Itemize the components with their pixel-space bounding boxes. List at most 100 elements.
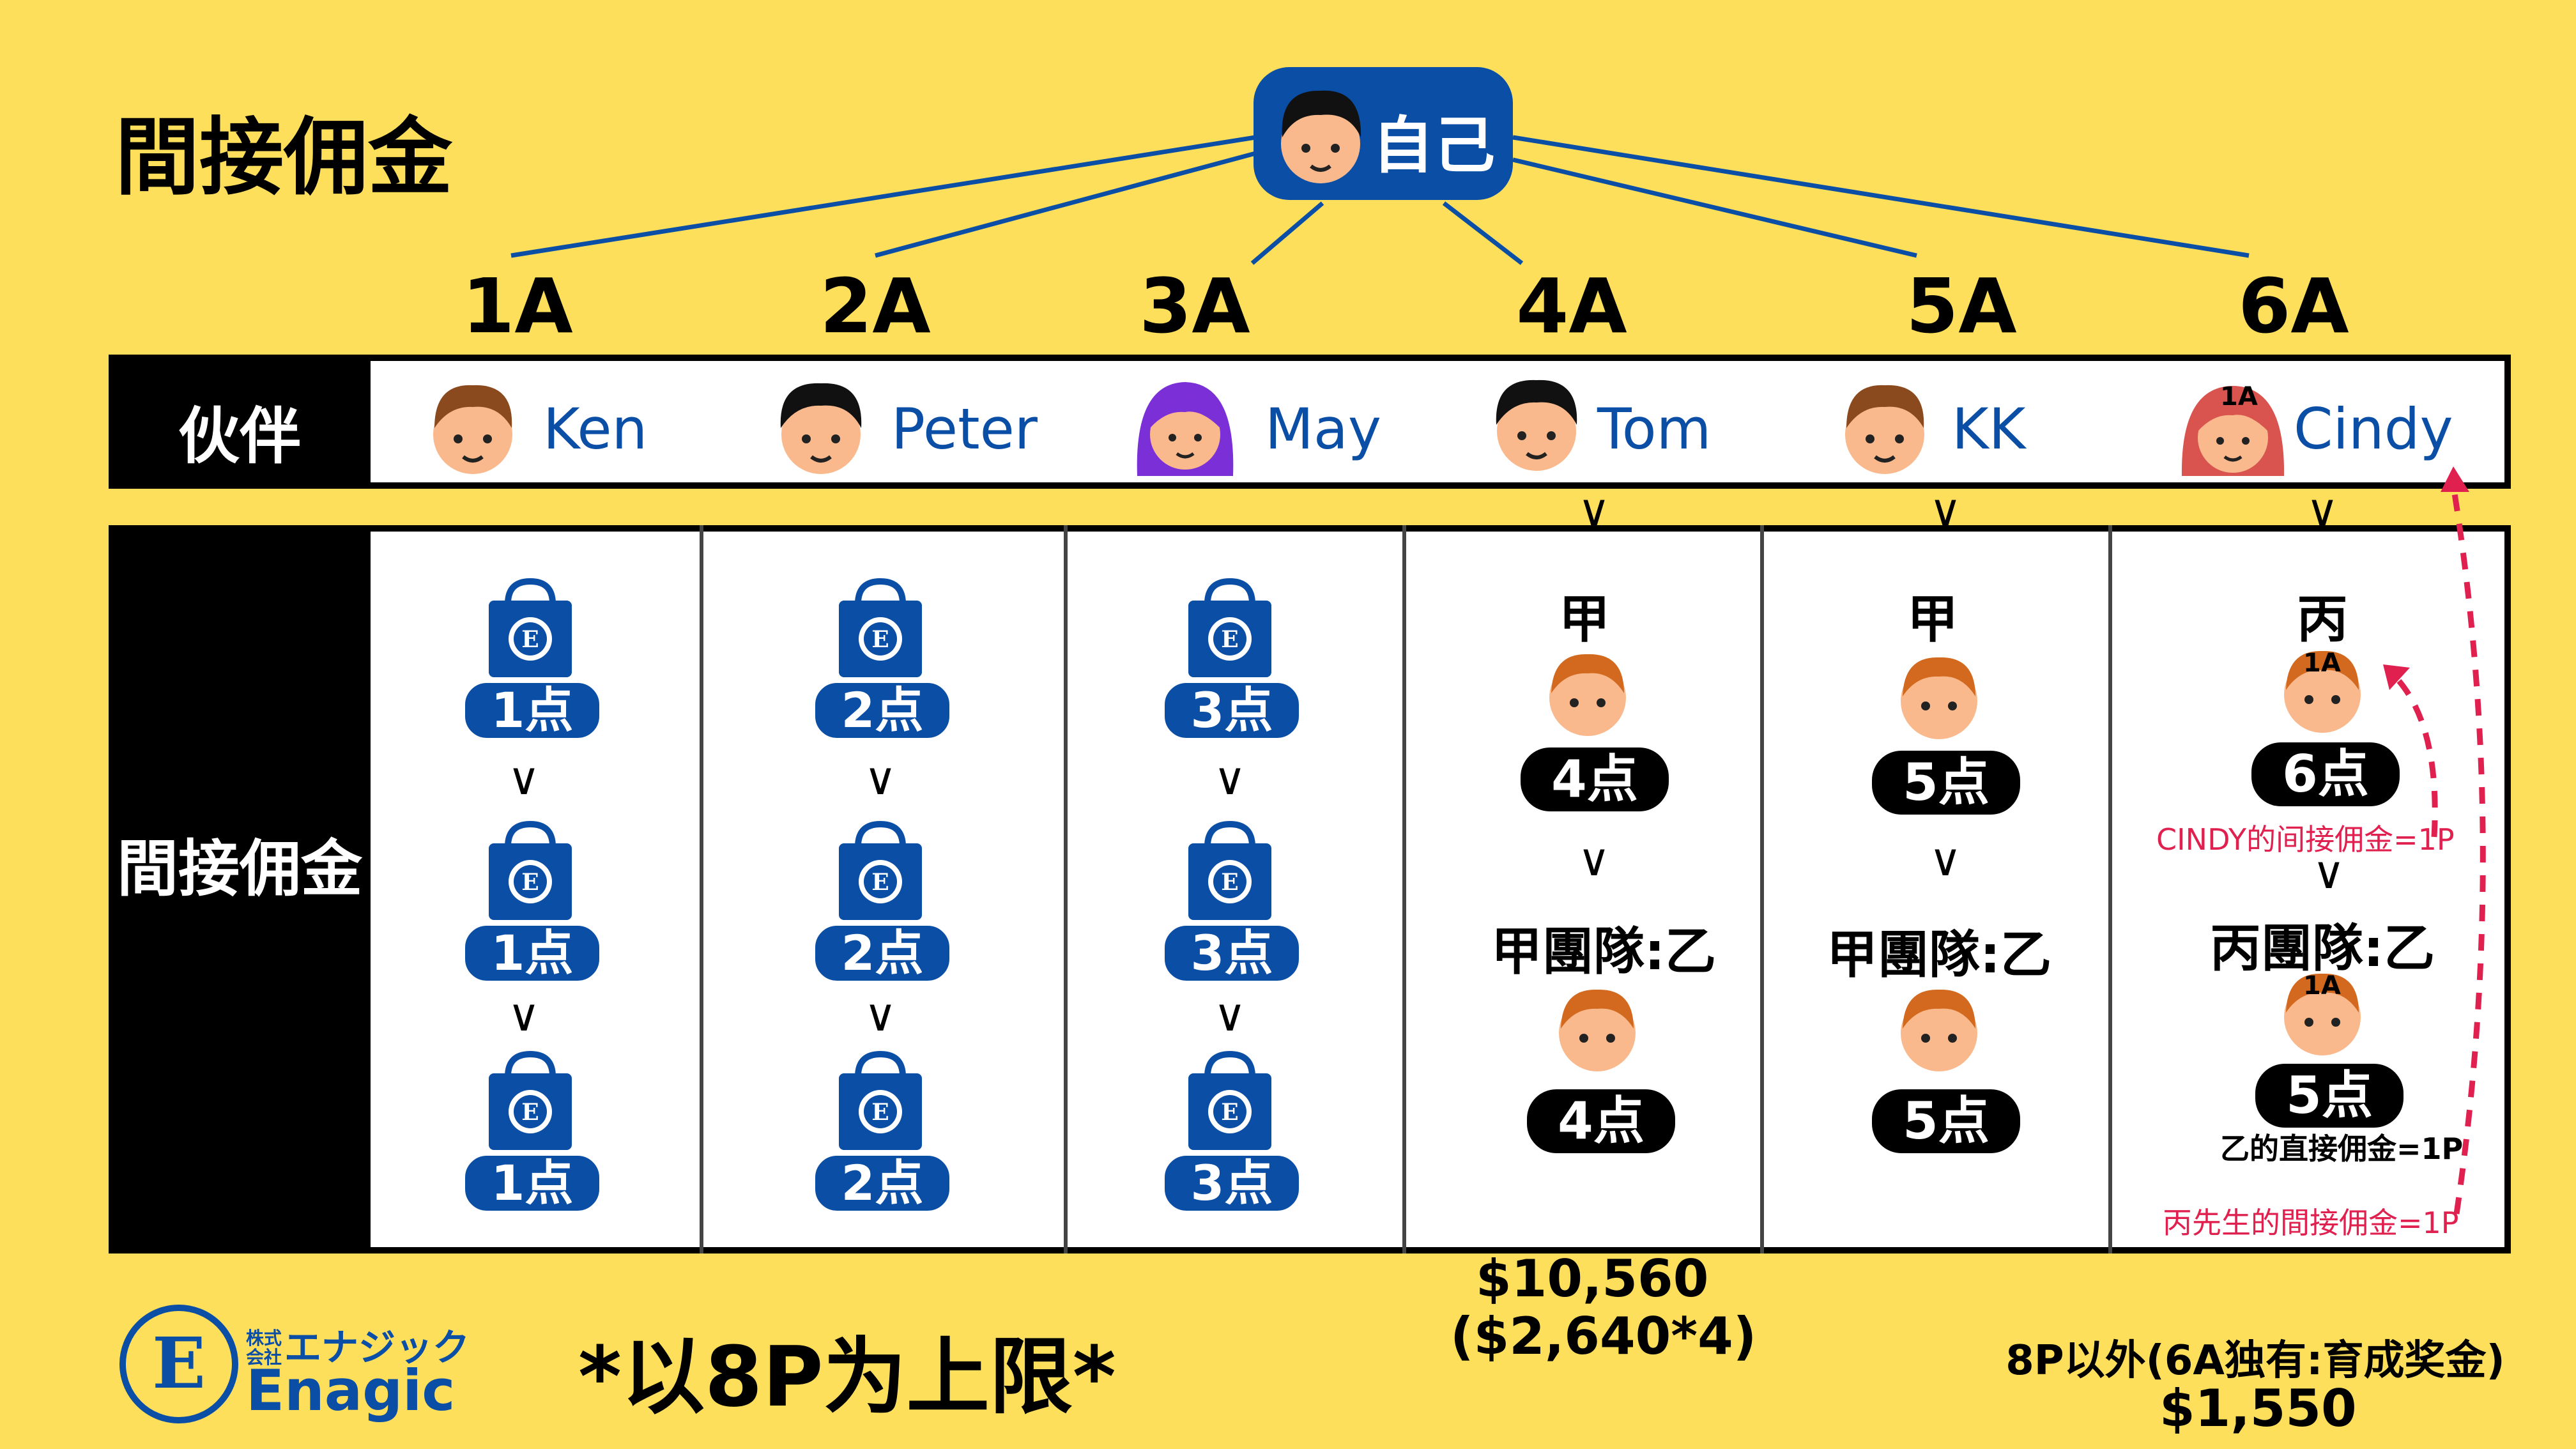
partner-name-may: May [1265,396,1381,462]
brand-kana: エナジック [284,1326,470,1369]
connector-2a [875,151,1256,258]
enagic-bag-icon: E [839,578,922,677]
connector-6a [1512,135,2250,258]
partner-name-ken: Ken [543,396,648,462]
commission-header-text: 間接佣金 [117,833,362,905]
points-pill: 1点 [461,679,603,742]
points-pill: 4点 [1521,747,1669,811]
level-label-6a: 6A [2238,262,2349,350]
boy-brown-hair-icon [433,385,512,474]
partner-header-text: 伙伴 [178,401,301,472]
page-title: 間接佣金 [115,109,452,207]
points-pill: 1点 [461,1152,603,1215]
points-pill: 3点 [1161,679,1303,742]
svg-text:E: E [1221,869,1238,896]
brand-name: Enagic [246,1358,456,1423]
partner-name-kk: KK [1952,396,2026,462]
chevron-down-icon: ∨ [2312,847,2345,899]
connector-5a [1512,157,1917,258]
self-label: 自己 [1372,110,1495,181]
column-divider [1760,525,1764,1254]
member-label-jia: 甲 [1559,590,1610,649]
points-pill: 2点 [811,1152,953,1215]
column-divider [1064,525,1068,1254]
enagic-bag-icon: E [839,1051,922,1150]
member-label-jia: 甲 [1907,590,1958,649]
boy-orange-hair-icon [1559,989,1636,1071]
cindy-badge: 1A [2220,382,2258,411]
member-label-bing: 丙 [2297,590,2348,649]
enagic-bag-icon: E [1188,1051,1271,1150]
level-label-4a: 4A [1516,262,1627,350]
boy-orange-hair-icon [2284,973,2361,1055]
yi-badge: 1A [2303,971,2341,1000]
boy-orange-hair-icon [1549,654,1626,736]
partner-name-cindy: Cindy [2294,396,2453,462]
level-label-2a: 2A [820,262,931,350]
enagic-logo-icon: E [119,1305,238,1423]
total-amount: $10,560 [1476,1249,1709,1308]
column-divider [700,525,703,1254]
boy-black-hair-icon [1496,379,1577,471]
chevron-down-icon: ∨ [1213,989,1246,1041]
chevron-down-icon: ∨ [1213,753,1246,805]
bonus-label: 8P以外(6A独有:育成奖金) [2005,1337,2505,1384]
enagic-bag-icon: E [1188,578,1271,677]
brand-company-type: 株式会社 [246,1328,282,1368]
red-dashed-arrows [2383,466,2486,1215]
note-bing-indirect: 丙先生的間接佣金=1P [2163,1206,2459,1240]
commission-table [109,525,2511,1254]
svg-text:E: E [521,1099,539,1126]
points-pill: 5点 [2255,1064,2404,1128]
boy-black-hair-icon [1281,90,1361,183]
svg-text:E: E [1221,1099,1238,1126]
points-pill: 3点 [1161,922,1303,985]
boy-orange-hair-icon [2284,650,2361,733]
points-pill: 1点 [461,922,603,985]
svg-text:E: E [871,626,889,653]
partner-name-peter: Peter [891,396,1038,462]
boy-brown-hair-icon [1845,385,1924,474]
points-pill: 2点 [811,679,953,742]
chevron-down-icon: ∨ [864,989,897,1041]
chevron-down-icon: ∨ [1577,834,1611,886]
column-divider [1402,525,1406,1254]
boy-black-hair-icon [780,383,862,474]
svg-text:E: E [871,1099,889,1126]
note-direct-commission: 乙的直接佣金=1P [2220,1131,2464,1166]
girl-purple-hair-icon [1137,382,1234,476]
enagic-bag-icon: E [1188,821,1271,920]
team-label: 甲團隊:乙 [1491,922,1716,981]
connector-1a [510,135,1256,258]
commission-row-header: 間接佣金 [109,525,371,1254]
svg-text:E: E [521,869,539,896]
connector-4a [1442,201,1524,265]
svg-text:E: E [1221,626,1238,653]
girl-red-hair-icon [2181,386,2285,476]
enagic-bag-icon: E [489,821,572,920]
bonus-amount: $1,550 [2159,1379,2357,1438]
note-cindy-indirect: CINDY的间接佣金=1P [2156,822,2455,857]
enagic-bag-icon: E [839,821,922,920]
svg-text:E: E [152,1322,206,1404]
boy-orange-hair-icon [1901,989,1977,1071]
enagic-bag-icon: E [489,1051,572,1150]
chevron-down-icon: ∨ [864,753,897,805]
chevron-down-icon: ∨ [507,989,540,1041]
enagic-bag-icon: E [489,578,572,677]
svg-text:E: E [521,626,539,653]
boy-orange-hair-icon [1901,657,1977,739]
column-divider [2108,525,2112,1254]
svg-text:E: E [871,869,889,896]
connector-3a [1250,201,1324,265]
team-label: 丙團隊:乙 [2210,919,2435,978]
level-label-3a: 3A [1139,262,1250,350]
points-pill: 3点 [1161,1152,1303,1215]
partner-name-tom: Tom [1597,396,1712,462]
points-pill: 5点 [1872,1089,2020,1153]
partner-row-header: 伙伴 [109,355,371,489]
limit-note: *以8P为上限* [578,1328,1116,1425]
total-formula: ($2,640*4) [1450,1307,1757,1366]
